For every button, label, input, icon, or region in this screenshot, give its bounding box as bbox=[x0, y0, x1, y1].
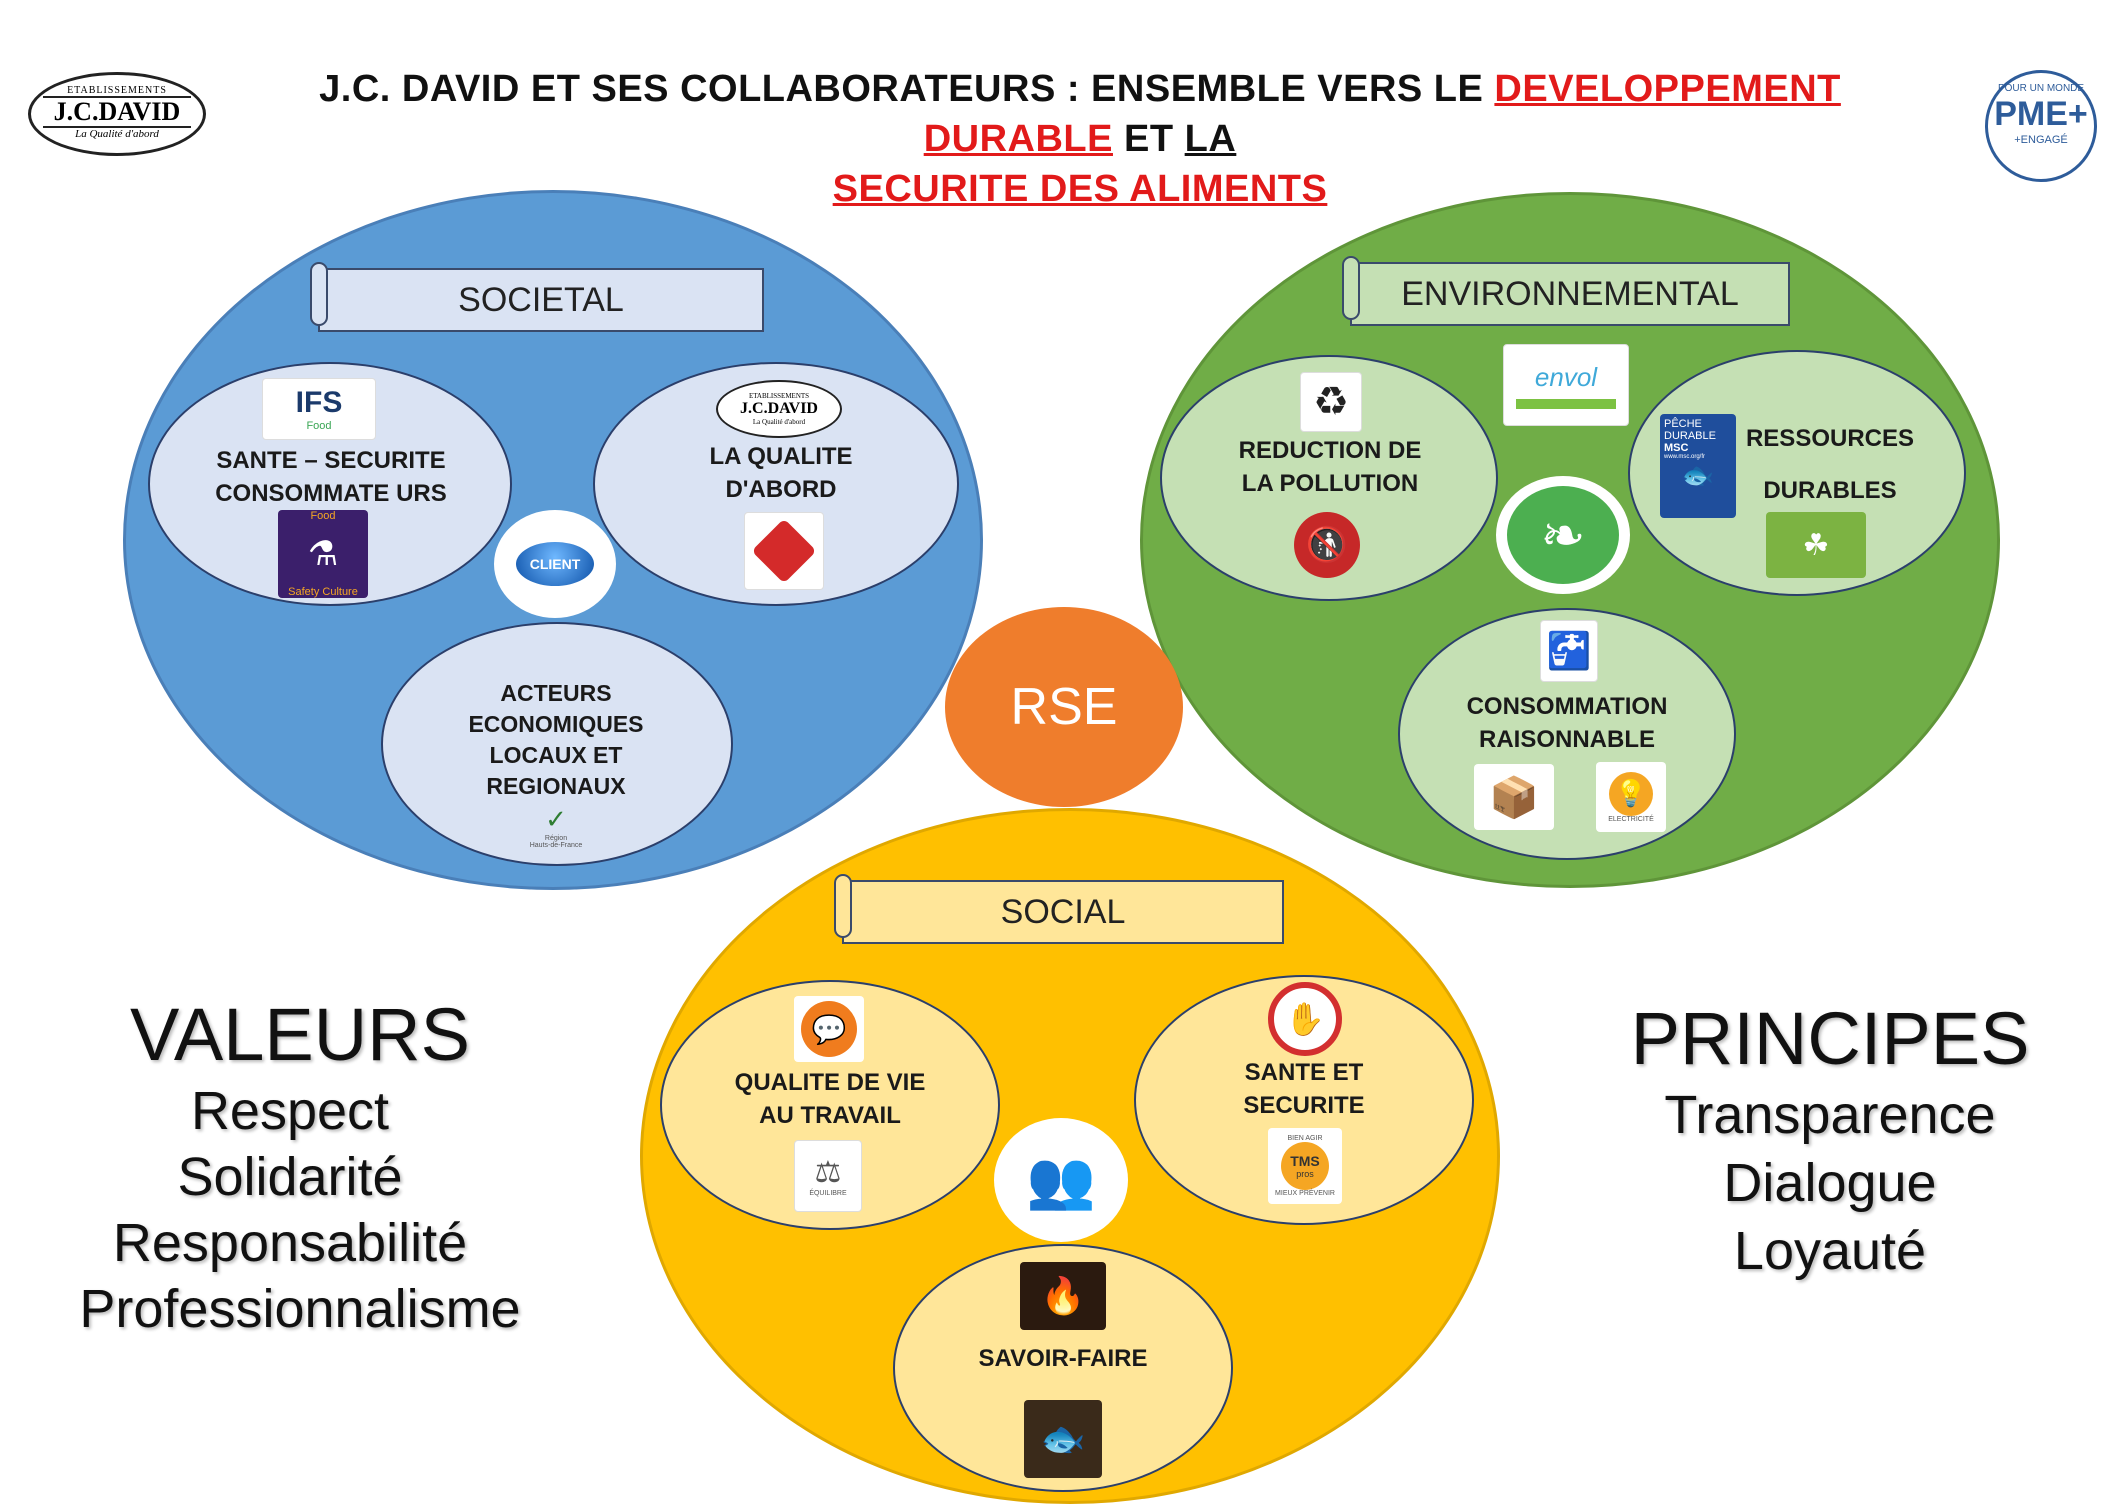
cardboard-box-icon: 📦 bbox=[1474, 764, 1554, 830]
stop-hand-icon: ✋ bbox=[1268, 982, 1342, 1056]
hauts-de-france-logo: ✓ Région Hauts-de-France bbox=[529, 803, 583, 849]
principles-item: Loyauté bbox=[1733, 1221, 1927, 1281]
values-item: Responsabilité bbox=[112, 1213, 468, 1273]
fireplace-icon: 🔥 bbox=[1020, 1262, 1106, 1330]
social-knowhow-label: SAVOIR-FAIRE bbox=[978, 1345, 1148, 1372]
social-qvt-label: QUALITE DE VIE AU TRAVAIL bbox=[734, 1069, 926, 1129]
principles-title: PRINCIPES bbox=[1630, 997, 2030, 1080]
societal-banner: SOCIETAL bbox=[310, 262, 764, 332]
balance-scale-icon: ⚖ ÉQUILIBRE bbox=[794, 1140, 862, 1212]
environmental-resources-label-1: RESSOURCES bbox=[1745, 425, 1915, 452]
no-littering-icon: 🚯 bbox=[1294, 512, 1360, 578]
electricity-icon: 💡 ELECTRICITÉ bbox=[1596, 762, 1666, 832]
environmental-pollution-label: REDUCTION DE LA POLLUTION bbox=[1238, 437, 1422, 497]
leaf-icon: ❧ bbox=[1496, 476, 1630, 594]
fish-fillet-icon: 🐟 bbox=[1024, 1400, 1102, 1478]
fish-icon: 🐟 bbox=[1681, 460, 1715, 490]
societal-quality-label: LA QUALITE D'ABORD bbox=[709, 443, 853, 503]
principles-item: Transparence bbox=[1664, 1085, 1996, 1145]
social-safety-label: SANTE ET SECURITE bbox=[1243, 1059, 1365, 1119]
pme-plus-logo: POUR UN MONDE PME+ +ENGAGÉ bbox=[1985, 70, 2097, 182]
environmental-consumption-label: CONSOMMATION RAISONNABLE bbox=[1466, 693, 1668, 753]
person-icon: ⚗ bbox=[307, 535, 339, 573]
societal-local-label: ACTEURS ECONOMIQUES LOCAUX ET REGIONAUX bbox=[468, 680, 644, 799]
client-badge: CLIENT bbox=[494, 510, 616, 618]
principles-item: Dialogue bbox=[1723, 1153, 1937, 1213]
values-item: Professionnalisme bbox=[79, 1279, 521, 1339]
page-title: J.C. DAVID ET SES COLLABORATEURS : ENSEM… bbox=[319, 68, 1841, 210]
ifs-food-logo: IFS Food bbox=[262, 378, 376, 440]
jc-david-logo: ETABLISSEMENTS J.C.DAVID La Qualité d'ab… bbox=[28, 72, 206, 156]
values-item: Solidarité bbox=[177, 1147, 403, 1207]
label-rouge-icon bbox=[744, 512, 824, 590]
water-tap-icon: 🚰 bbox=[1540, 620, 1598, 682]
values-item: Respect bbox=[190, 1081, 390, 1141]
title-highlight-2: SECURITE DES ALIMENTS bbox=[832, 168, 1328, 210]
envol-logo: envol bbox=[1503, 344, 1629, 426]
speech-bubbles-icon: 💬 bbox=[794, 996, 864, 1062]
social-banner: SOCIAL bbox=[834, 874, 1284, 944]
rse-circle: RSE bbox=[945, 607, 1183, 807]
societal-local-ellipse bbox=[381, 622, 733, 866]
team-icon: 👥 bbox=[994, 1118, 1128, 1242]
tms-pros-logo: BIEN AGIR TMS pros MIEUX PRÉVENIR bbox=[1268, 1128, 1342, 1204]
values-title: VALEURS bbox=[130, 993, 470, 1076]
environmental-banner: ENVIRONNEMENTAL bbox=[1342, 256, 1790, 326]
recycle-icon: ♻ bbox=[1300, 372, 1362, 432]
societal-health-label: SANTE – SECURITE CONSOMMATE URS bbox=[215, 447, 447, 507]
jc-david-small-logo: ETABLISSEMENTS J.C.DAVID La Qualité d'ab… bbox=[716, 380, 842, 438]
eu-organic-icon: ☘ bbox=[1766, 512, 1866, 578]
food-safety-culture-logo: Food ⚗ Safety Culture bbox=[278, 510, 368, 598]
map-icon: ✓ bbox=[545, 803, 567, 834]
title-highlight-1: DEVELOPPEMENT DURABLE bbox=[923, 68, 1841, 160]
msc-logo: PÊCHE DURABLE MSC www.msc.org/fr 🐟 bbox=[1660, 414, 1736, 518]
environmental-resources-label-2: DURABLES bbox=[1763, 477, 1897, 504]
